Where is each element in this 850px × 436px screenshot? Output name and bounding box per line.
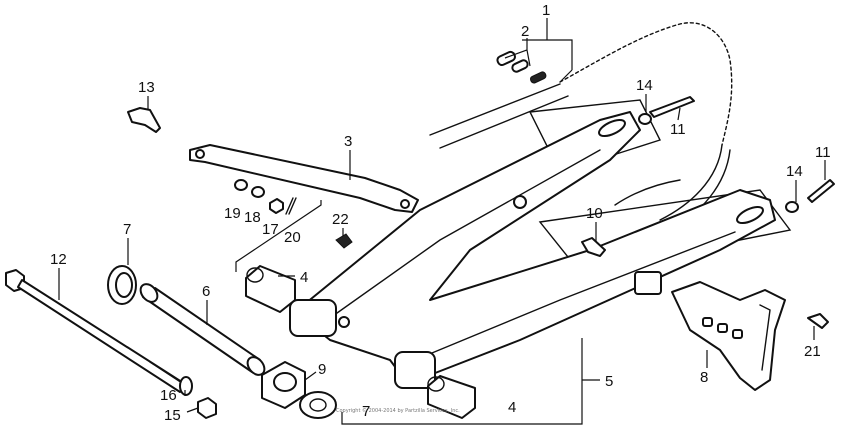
washer-14b[interactable] bbox=[785, 201, 799, 213]
bolt-10[interactable] bbox=[581, 237, 606, 257]
adjuster-bolt-11a[interactable] bbox=[649, 96, 695, 118]
pivot-nut[interactable] bbox=[197, 397, 217, 419]
adjuster-bolt-11b[interactable] bbox=[807, 179, 835, 203]
cotter-pin-20[interactable] bbox=[285, 197, 297, 215]
oil-seal[interactable] bbox=[107, 265, 337, 419]
copyright-watermark: Copyright © 2004-2014 by Partzilla Servi… bbox=[336, 407, 460, 414]
callout-11b: 11 bbox=[815, 144, 831, 161]
callout-7a: 7 bbox=[123, 221, 131, 238]
callout-9: 9 bbox=[318, 361, 326, 378]
callout-15: 15 bbox=[164, 407, 181, 424]
callout-7b: 7 bbox=[362, 403, 370, 420]
callout-22: 22 bbox=[332, 211, 349, 228]
callout-6: 6 bbox=[202, 283, 210, 300]
callout-21: 21 bbox=[804, 343, 821, 360]
callout-11a: 11 bbox=[670, 121, 686, 138]
callout-4b: 4 bbox=[508, 399, 516, 416]
callout-20: 20 bbox=[284, 229, 301, 246]
swingarm-bushing[interactable] bbox=[245, 265, 476, 419]
callout-8: 8 bbox=[700, 369, 708, 386]
callout-4a: 4 bbox=[300, 269, 308, 286]
washer-18[interactable] bbox=[251, 186, 265, 198]
callout-18: 18 bbox=[244, 209, 261, 226]
callout-3: 3 bbox=[344, 133, 352, 150]
callout-13: 13 bbox=[138, 79, 155, 96]
pivot-bolt[interactable] bbox=[5, 269, 186, 393]
callout-1: 1 bbox=[542, 2, 550, 19]
swingarm[interactable] bbox=[289, 111, 776, 389]
callout-16: 16 bbox=[160, 387, 177, 404]
brake-stopper-bracket[interactable] bbox=[671, 281, 786, 391]
leader-lines bbox=[58, 18, 826, 425]
callout-10: 10 bbox=[586, 205, 603, 222]
callout-19: 19 bbox=[224, 205, 241, 222]
callout-14a: 14 bbox=[636, 77, 653, 94]
chain-master-link[interactable] bbox=[496, 50, 547, 84]
callout-14b: 14 bbox=[786, 163, 803, 180]
callout-12: 12 bbox=[50, 251, 67, 268]
pivot-collar[interactable] bbox=[137, 281, 268, 378]
callout-5: 5 bbox=[605, 373, 613, 390]
pivot-washer[interactable] bbox=[179, 376, 193, 396]
part-number-labels: 1 2 3 4 4 5 6 7 7 8 9 10 11 11 12 13 14 … bbox=[50, 2, 831, 424]
nut-17[interactable] bbox=[269, 198, 284, 214]
callout-17: 17 bbox=[262, 221, 279, 238]
collar-19[interactable] bbox=[234, 179, 248, 191]
chain-guard-bolt[interactable] bbox=[127, 107, 161, 133]
dust-seal-cap[interactable] bbox=[261, 361, 306, 409]
bolt-21[interactable] bbox=[807, 313, 829, 329]
chain-guard[interactable] bbox=[189, 144, 419, 213]
washer-14a[interactable] bbox=[638, 113, 652, 125]
grease-fitting-22[interactable] bbox=[335, 233, 353, 249]
callout-2: 2 bbox=[521, 23, 529, 40]
